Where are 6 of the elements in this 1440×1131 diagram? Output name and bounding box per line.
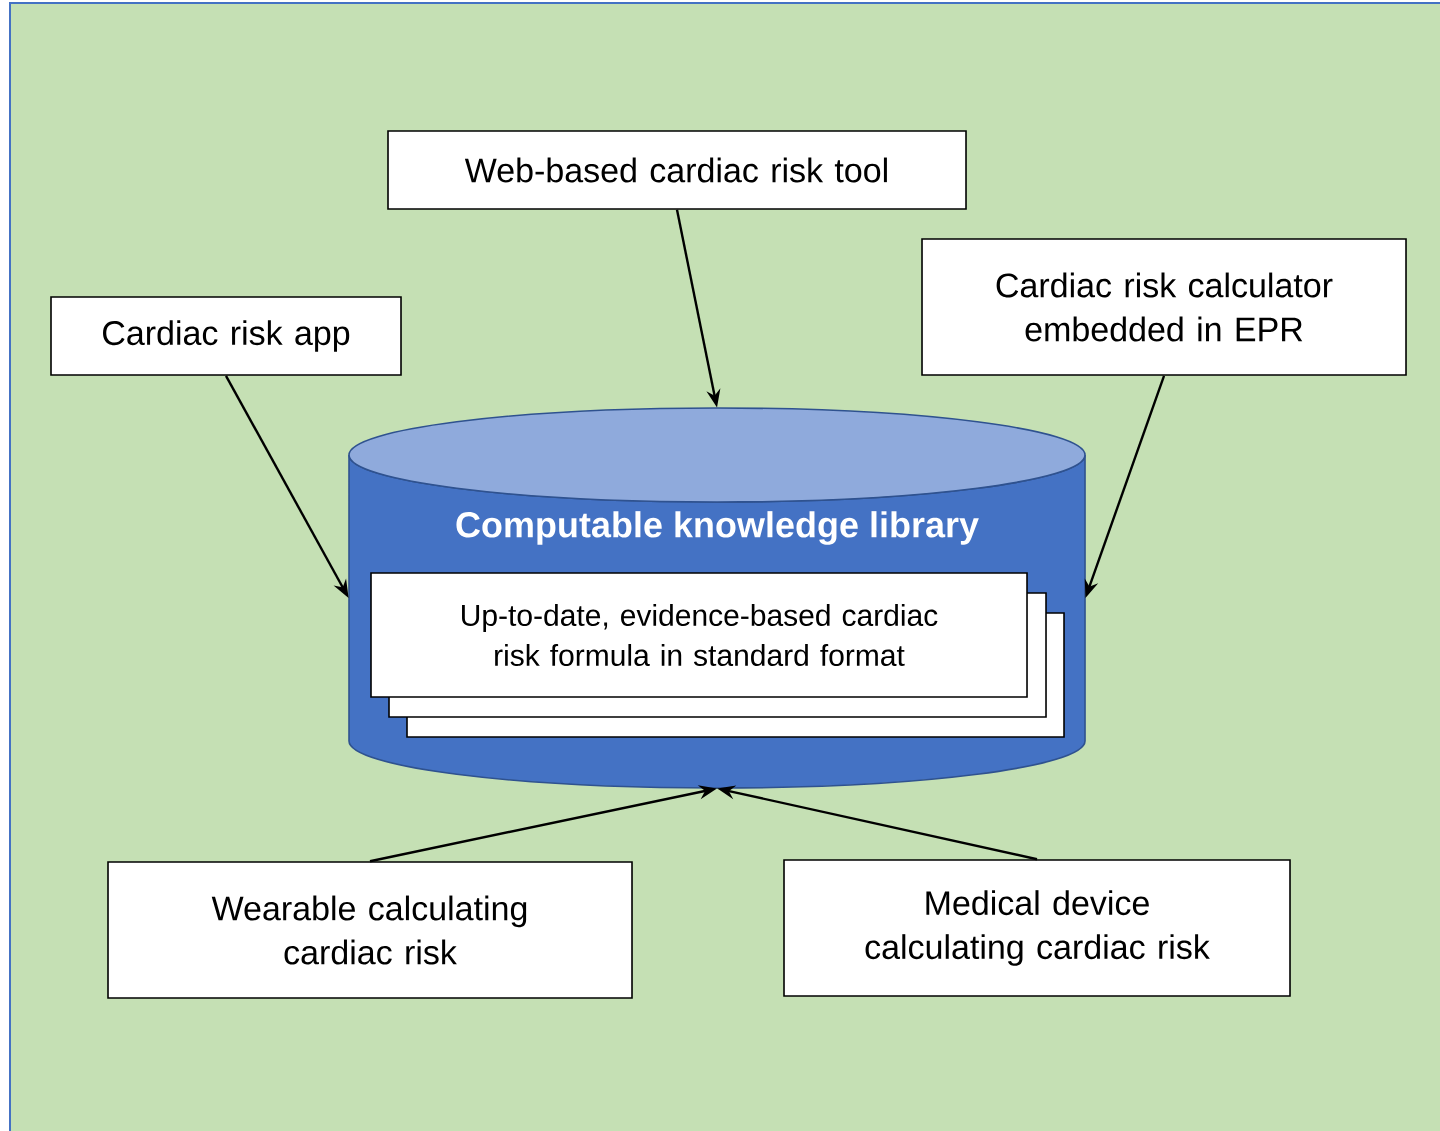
- text-box: Web-based cardiac risk tool: [387, 130, 967, 210]
- text-box: Cardiac risk calculator embedded in EPR: [921, 238, 1407, 376]
- text-box: Cardiac risk app: [50, 296, 402, 376]
- text-box: Wearable calculating cardiac risk: [107, 861, 633, 999]
- document-stack: Up-to-date, evidence-based cardiac risk formula in standard format: [370, 572, 1065, 738]
- text-box: Medical device calculating cardiac risk: [783, 859, 1291, 997]
